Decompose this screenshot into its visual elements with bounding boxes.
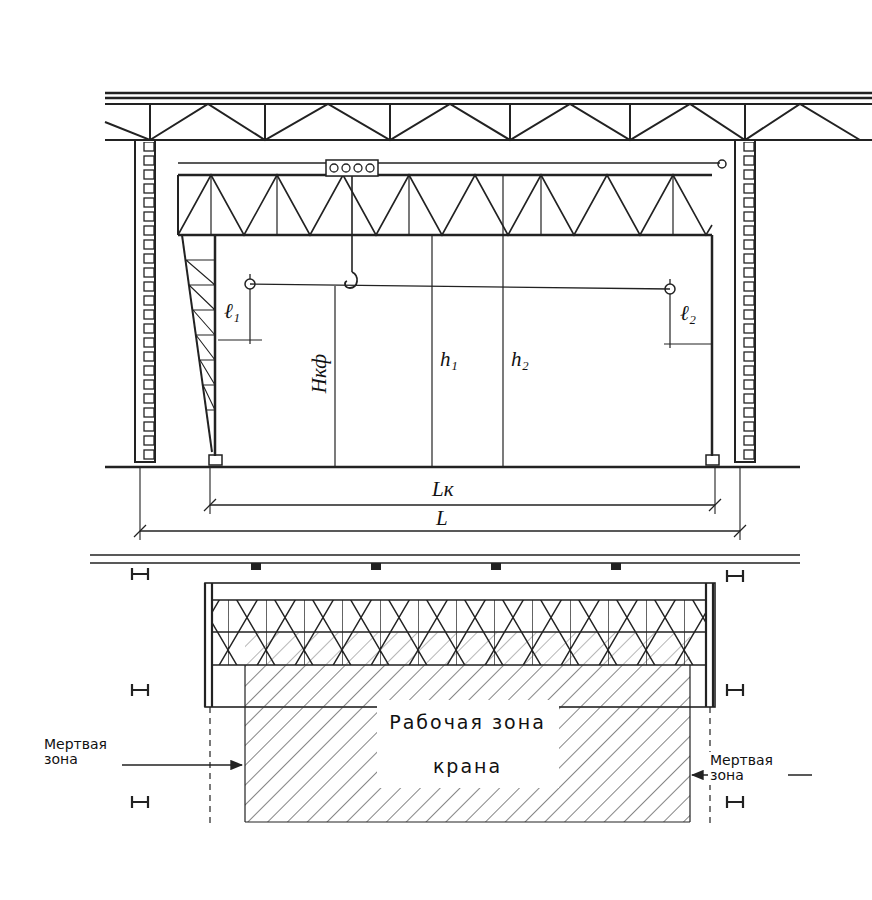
zone-title: Рабочая зона крана xyxy=(377,700,559,788)
dimension-label: Lк xyxy=(432,478,454,501)
zone-label: Мертвая зона xyxy=(42,736,122,769)
dimension-label: L xyxy=(436,507,448,530)
dimension-label: h₂ xyxy=(511,348,529,371)
dimension-label: ℓ₁ xyxy=(224,300,240,323)
dimension-label: Hкф xyxy=(308,354,331,393)
work-zone: Рабочая зона крана xyxy=(245,665,690,822)
dimension-label: h₁ xyxy=(440,348,458,371)
zone-label: Мертвая зона xyxy=(708,752,788,785)
dimension-label: ℓ₂ xyxy=(680,302,696,325)
